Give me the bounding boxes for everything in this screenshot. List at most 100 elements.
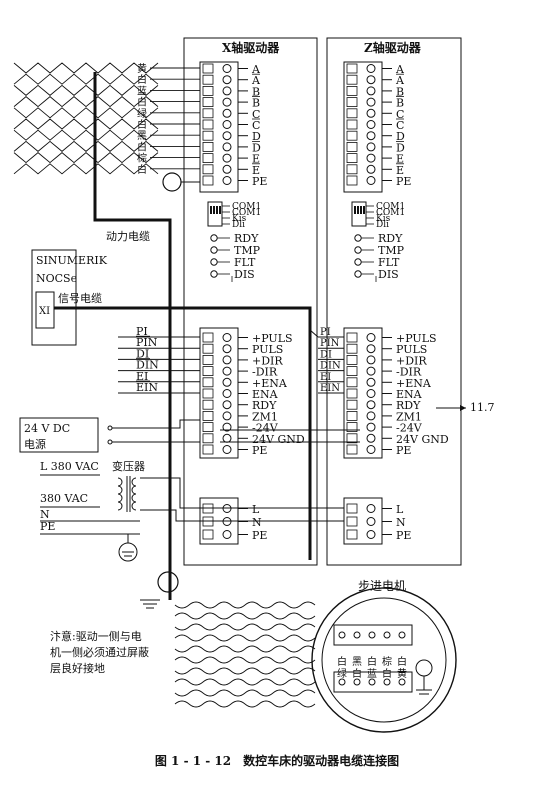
motor-terminal-color: 白 bbox=[367, 655, 377, 668]
z-drive-frame bbox=[326, 37, 462, 566]
wire-color-label: 白 bbox=[137, 73, 147, 86]
x-motor-terminal-hole bbox=[222, 176, 232, 185]
z-status-label: DIS bbox=[378, 268, 399, 281]
z-signal-terminal-hole bbox=[366, 366, 376, 376]
x-drive-title: X轴驱动器 bbox=[222, 40, 280, 55]
z-motor-terminal-label: D bbox=[396, 130, 405, 143]
x-motor-terminal-label: A bbox=[251, 74, 261, 87]
twisted-pair-wire bbox=[13, 140, 159, 152]
z-motor-terminal-screw bbox=[346, 164, 358, 175]
z-dip-lever bbox=[363, 206, 365, 214]
x-motor-terminal-screw bbox=[202, 74, 214, 85]
x-status-led bbox=[210, 246, 218, 254]
z-signal-terminal-hole bbox=[366, 355, 376, 365]
motor-cable-wire bbox=[174, 667, 316, 675]
x-drive-frame bbox=[183, 37, 318, 566]
motor-terminal-color: 蓝 bbox=[367, 668, 377, 680]
z-signal-terminal-screw bbox=[346, 410, 358, 421]
x-motor-terminal-screw bbox=[202, 97, 214, 107]
z-status-label: RDY bbox=[378, 232, 403, 245]
x-signal-terminal-label: -24V bbox=[252, 422, 279, 435]
x-status-led bbox=[210, 258, 218, 266]
z-power-terminal-hole bbox=[366, 530, 376, 539]
z-motor-terminal-hole bbox=[366, 108, 376, 118]
motor-terminal bbox=[398, 631, 406, 639]
x-motor-terminal-screw bbox=[202, 86, 214, 96]
z-signal-line-label: DI bbox=[320, 349, 332, 360]
z-power-terminal-hole bbox=[366, 504, 376, 513]
x-signal-terminal-label: ZM1 bbox=[252, 410, 278, 423]
z-motor-terminal-hole bbox=[366, 75, 376, 85]
twisted-pair-wire bbox=[13, 62, 159, 74]
z-power-terminal-label: PE bbox=[396, 529, 411, 542]
twisted-pair-wire bbox=[13, 84, 159, 96]
x-signal-terminal-screw bbox=[202, 332, 214, 343]
z-dip-switch bbox=[351, 201, 367, 227]
motor-cable-wire bbox=[174, 623, 316, 631]
motor-terminal bbox=[338, 631, 346, 639]
z-motor-terminal-hole bbox=[366, 164, 376, 174]
motor-cable-wire bbox=[174, 601, 316, 609]
x-motor-terminal-block bbox=[199, 61, 239, 193]
arrow-head bbox=[460, 405, 466, 411]
signal-cable bbox=[54, 306, 312, 560]
x-signal-terminal-label: -DIR bbox=[252, 366, 278, 379]
z-motor-terminal-screw bbox=[346, 86, 358, 96]
x-signal-terminal-label: 24V GND bbox=[252, 433, 305, 446]
z-motor-terminal-screw bbox=[346, 63, 358, 74]
z-motor-terminal-screw bbox=[346, 141, 358, 152]
motor-terminal-color: 白 bbox=[352, 667, 362, 680]
z-signal-fan bbox=[309, 329, 319, 338]
z-dip-lever bbox=[357, 206, 359, 214]
z-motor-terminal-screw bbox=[346, 108, 358, 119]
transformer-coil bbox=[117, 501, 123, 511]
z-power-terminal-screw bbox=[346, 516, 358, 527]
x-signal-terminal-screw bbox=[202, 377, 214, 388]
x-switch-label: Kis bbox=[232, 214, 247, 224]
z-status-led bbox=[354, 234, 362, 242]
shield-ground-icon bbox=[162, 172, 182, 192]
twisted-pair-wire bbox=[13, 107, 159, 119]
x-switch-label: COM1 bbox=[232, 202, 261, 212]
z-drive-title: Z轴驱动器 bbox=[364, 40, 422, 55]
x-signal-terminal-label: +ENA bbox=[252, 377, 288, 390]
note-text: 机一侧必须通过屏蔽 bbox=[50, 645, 149, 659]
motor-ground-icon bbox=[415, 659, 433, 677]
z-motor-terminal-hole bbox=[366, 86, 376, 96]
x-dip-lever bbox=[216, 206, 218, 214]
x-motor-terminal-label: D bbox=[252, 130, 261, 143]
wire-color-label: 白 bbox=[137, 118, 147, 131]
z-signal-terminal-label: 24V GND bbox=[396, 433, 449, 446]
z-motor-terminal-label: C bbox=[396, 108, 404, 121]
x-signal-terminal-block bbox=[199, 327, 239, 459]
x-signal-terminal-hole bbox=[222, 389, 232, 398]
rdy-output-label: 11.7 bbox=[470, 401, 495, 414]
motor-terminal-color: 黄 bbox=[397, 667, 407, 680]
z-motor-terminal-screw bbox=[346, 74, 358, 85]
motor-terminal-color: 白 bbox=[337, 655, 347, 668]
x-motor-terminal-screw bbox=[202, 119, 214, 130]
z-motor-terminal-screw bbox=[346, 130, 358, 141]
motor-cable-wire bbox=[174, 612, 316, 620]
transformer-input-label: L 380 VAC bbox=[40, 460, 99, 473]
figure-caption: 图 1 - 1 - 12 数控车床的驱动器电缆连接图 bbox=[155, 753, 399, 768]
x-power-terminal-screw bbox=[202, 529, 214, 540]
transformer-coil bbox=[131, 477, 137, 487]
z-motor-terminal-hole bbox=[366, 120, 376, 129]
x-motor-terminal-label: E bbox=[252, 153, 260, 166]
z-motor-terminal-hole bbox=[366, 131, 376, 141]
signal-line-label: EI bbox=[136, 370, 148, 383]
x-power-terminal-label: N bbox=[252, 516, 262, 529]
z-motor-terminal-hole bbox=[366, 176, 376, 185]
x-signal-terminal-hole bbox=[222, 445, 232, 454]
z-signal-terminal-block bbox=[343, 327, 383, 459]
z-signal-terminal-screw bbox=[346, 343, 358, 354]
motor-cable-wire bbox=[174, 656, 316, 664]
z-status-label: FLT bbox=[378, 256, 400, 269]
controller-name: SINUMERIK bbox=[36, 254, 108, 267]
power-cable bbox=[93, 72, 172, 600]
z-switch-label: COM1 bbox=[376, 208, 405, 218]
transformer-coil bbox=[131, 501, 137, 511]
z-signal-terminal-label: ENA bbox=[396, 388, 423, 401]
z-signal-terminal-screw bbox=[346, 366, 358, 377]
